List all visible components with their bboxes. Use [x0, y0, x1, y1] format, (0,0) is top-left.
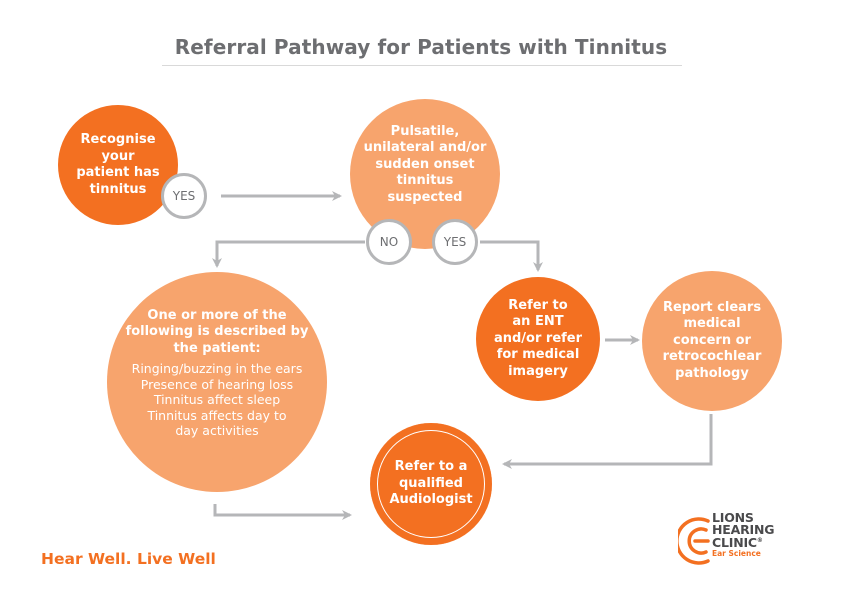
node-text: and/or refer [493, 330, 583, 346]
node-text: an ENT [512, 314, 564, 330]
node-text: tinnitus [89, 181, 147, 197]
symptoms-heading: following is described by [125, 324, 309, 339]
symptoms-heading: the patient: [173, 340, 261, 356]
page-title: Referral Pathway for Patients with Tinni… [174, 35, 668, 59]
node-text: medical [683, 316, 741, 332]
node-text: Recognise [80, 132, 156, 147]
logo-subtitle: Ear Science [712, 548, 761, 558]
node-text: Refer to a [394, 459, 468, 475]
node-text: patient has [76, 165, 160, 180]
node-recognise-tinnitus: Recognise your patient has tinnitus [58, 105, 178, 225]
node-text: retrocochlear [662, 349, 762, 365]
node-refer-ent: Refer to an ENT and/or refer for medical… [476, 277, 600, 401]
node-text: Audiologist [389, 492, 473, 508]
node-text: Report clears [662, 299, 762, 315]
node-text: qualified [398, 475, 463, 491]
symptom-item: Ringing/buzzing in the ears [131, 361, 303, 376]
symptom-item: Presence of hearing loss [140, 376, 294, 392]
symptom-item: Tinnitus affect sleep [153, 392, 281, 407]
logo-wordmark: LIONS HEARING CLINIC® Ear Science [712, 512, 774, 559]
arrow-yes-to-ent [480, 240, 543, 272]
title-underline [162, 65, 682, 66]
node-text: imagery [508, 363, 568, 379]
lions-hearing-clinic-logo: LIONS HEARING CLINIC® Ear Science [678, 512, 818, 572]
registered-mark: ® [756, 537, 763, 544]
node-text: for medical [496, 347, 580, 363]
symptom-item: day activities [175, 423, 259, 438]
node-text: suspected [387, 189, 463, 205]
node-refer-audiologist: Refer to a qualified Audiologist [370, 423, 492, 545]
arrow-report-to-audiologist [502, 414, 713, 469]
node-text: pathology [675, 365, 749, 381]
node-report-clears: Report clears medical concern or retroco… [642, 271, 782, 411]
symptoms-heading: One or more of the [147, 307, 287, 323]
node-text: tinnitus [396, 173, 454, 189]
node-text: Refer to [508, 297, 568, 313]
node-text: your [101, 148, 135, 164]
logo-line: HEARING [712, 521, 775, 537]
arrow-no-to-symptoms [212, 240, 365, 268]
tagline: Hear Well. Live Well [41, 550, 216, 568]
arrow-symptoms-to-audiologist [213, 504, 352, 520]
logo-ear-icon [678, 517, 710, 565]
node-symptoms: One or more of the following is describe… [107, 272, 327, 492]
node-text: unilateral and/or [363, 140, 487, 156]
symptom-item: Tinnitus affects day to [147, 407, 287, 423]
node-text: Pulsatile, [390, 123, 460, 139]
decision-yes: YES [432, 219, 478, 265]
node-text: concern or [673, 332, 751, 348]
node-text: sudden onset [375, 156, 475, 172]
decision-no: NO [366, 219, 412, 265]
logo-line: LIONS [712, 510, 754, 525]
logo-line: CLINIC [712, 535, 757, 551]
decision-yes-recognise: YES [161, 173, 207, 219]
